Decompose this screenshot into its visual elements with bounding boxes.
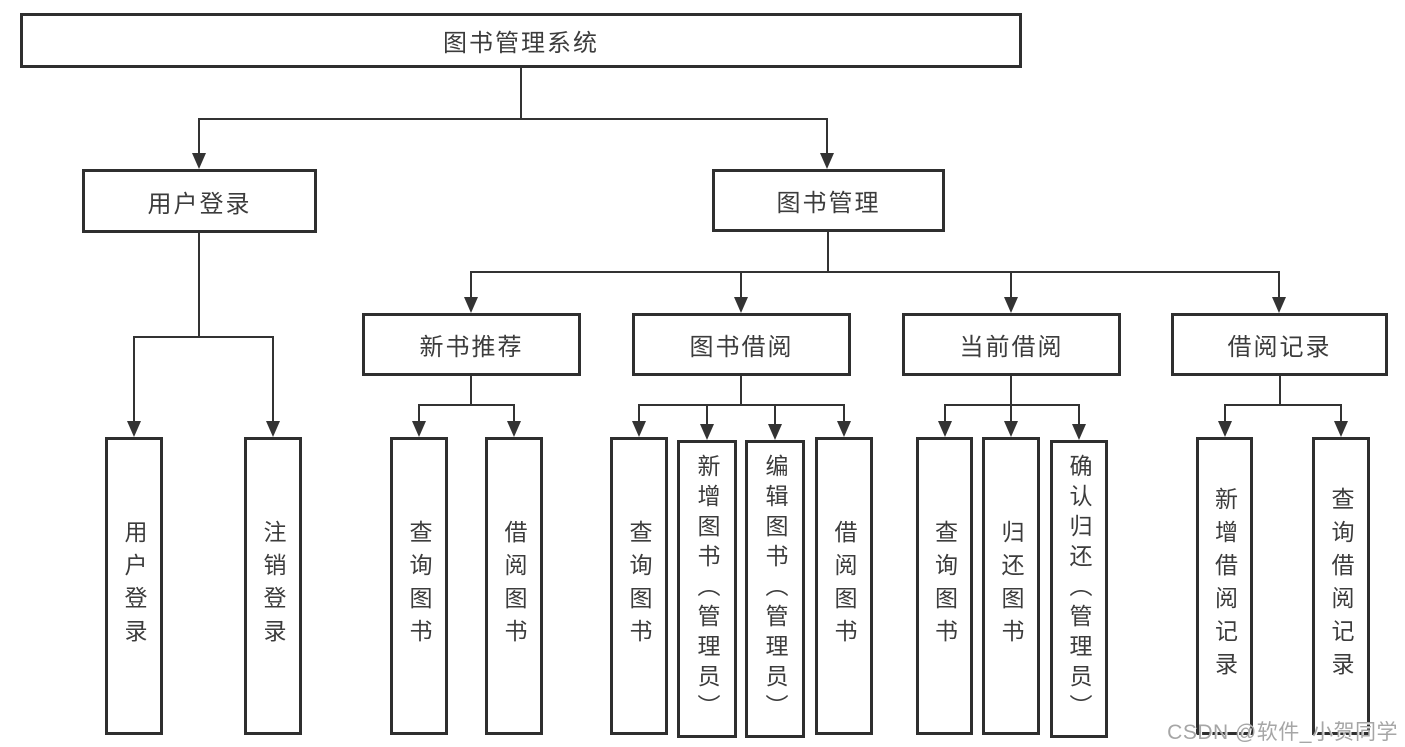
connector-current-branch (944, 404, 1080, 406)
arrow-borrowing-add (700, 405, 714, 440)
connector-records-branch (1224, 404, 1342, 406)
node-user-login: 用户登录 (82, 169, 317, 233)
node-book-management: 图书管理 (712, 169, 945, 232)
connector-recommend-stem (470, 376, 472, 405)
connector-records-stem (1279, 376, 1281, 405)
node-library-system: 图书管理系统 (20, 13, 1022, 68)
node-leaf-current-query-books: 查询图书 (916, 437, 973, 735)
node-current-borrowing: 当前借阅 (902, 313, 1121, 376)
node-leaf-logout: 注销登录 (244, 437, 302, 735)
node-leaf-borrowing-borrow-books: 借阅图书 (815, 437, 873, 735)
arrow-to-current-borrowing (1004, 272, 1018, 313)
node-leaf-recommend-query-books: 查询图书 (390, 437, 448, 735)
arrow-to-user-login (192, 119, 206, 169)
node-leaf-recommend-borrow-books: 借阅图书 (485, 437, 543, 735)
arrow-to-login-leaf (127, 337, 141, 437)
connector-book-mgmt-branch (470, 271, 1280, 273)
node-leaf-query-borrow-record: 查询借阅记录 (1312, 437, 1370, 735)
node-leaf-add-borrow-record: 新增借阅记录 (1196, 437, 1253, 735)
node-leaf-confirm-return-admin: 确认归还（管理员） (1050, 440, 1108, 738)
connector-borrowing-stem (740, 376, 742, 405)
node-leaf-user-login: 用户登录 (105, 437, 163, 735)
arrow-recommend-borrow (507, 405, 521, 437)
arrow-to-book-management (820, 119, 834, 169)
node-leaf-borrowing-query-books: 查询图书 (610, 437, 668, 735)
arrow-borrowing-borrow (837, 405, 851, 437)
node-leaf-edit-books-admin: 编辑图书（管理员） (745, 440, 805, 738)
connector-user-login-branch (133, 336, 274, 338)
arrow-records-add (1218, 405, 1232, 437)
arrow-borrowing-query (632, 405, 646, 437)
connector-book-mgmt-stem (827, 232, 829, 272)
connector-user-login-stem (198, 233, 200, 337)
connector-root-branch (198, 118, 828, 120)
connector-root-stem (520, 68, 522, 119)
arrow-to-book-borrowing (734, 272, 748, 313)
arrow-records-query (1334, 405, 1348, 437)
connector-borrowing-branch (638, 404, 845, 406)
connector-current-stem (1010, 376, 1012, 405)
arrow-current-confirm (1072, 405, 1086, 440)
node-borrow-records: 借阅记录 (1171, 313, 1388, 376)
arrow-to-new-book-recommend (464, 272, 478, 313)
arrow-to-logout-leaf (266, 337, 280, 437)
arrow-current-query (938, 405, 952, 437)
arrow-borrowing-edit (768, 405, 782, 440)
arrow-current-return (1004, 405, 1018, 437)
node-new-book-recommend: 新书推荐 (362, 313, 581, 376)
node-leaf-return-books: 归还图书 (982, 437, 1040, 735)
watermark-text: CSDN @软件_小贺同学 (1167, 721, 1398, 744)
arrow-to-borrow-records (1272, 272, 1286, 313)
node-book-borrowing: 图书借阅 (632, 313, 851, 376)
connector-recommend-branch (418, 404, 515, 406)
node-leaf-add-books-admin: 新增图书（管理员） (677, 440, 737, 738)
arrow-recommend-query (412, 405, 426, 437)
